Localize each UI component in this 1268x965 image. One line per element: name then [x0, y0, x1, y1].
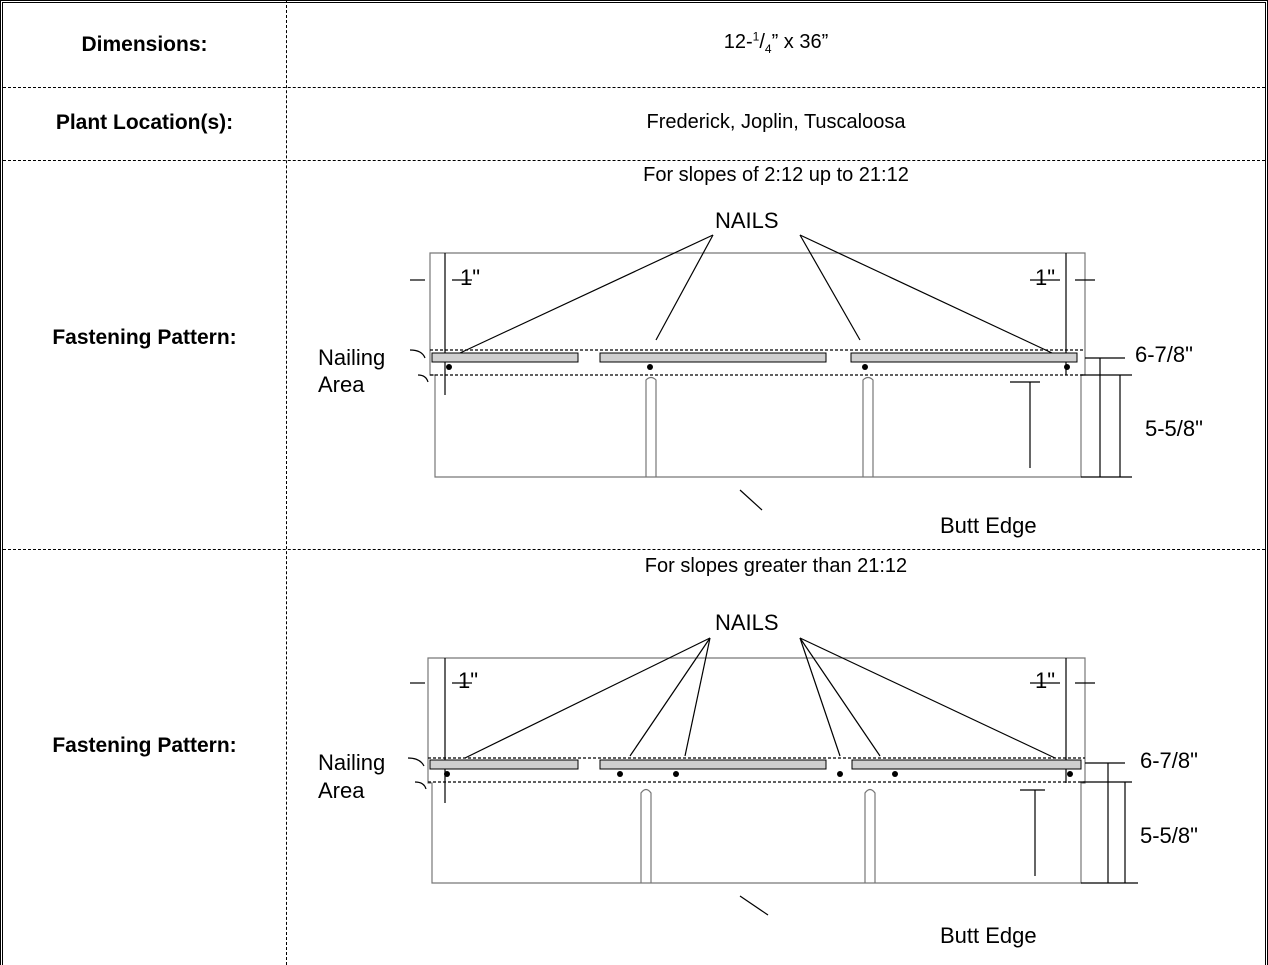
- plant-location-value: Frederick, Joplin, Tuscaloosa: [646, 111, 906, 133]
- nailing-text: Nailing: [318, 345, 385, 370]
- slope-caption-1: For slopes of 2:12 up to 21:12: [643, 164, 909, 186]
- fastening-diagram-standard: NAILS 1" 1" Nailing Area 6-7/8" 5-5/8" B…: [318, 208, 1203, 538]
- plant-location-label: Plant Location(s):: [55, 111, 234, 134]
- slope-caption-2: For slopes greater than 21:12: [644, 555, 908, 577]
- area-text: Area: [318, 372, 365, 397]
- row-divider-2: [3, 160, 1265, 161]
- exposure-bottom-text: 5-5/8": [1145, 416, 1203, 441]
- row-divider-3: [3, 549, 1265, 550]
- nails-text-2: NAILS: [715, 610, 779, 635]
- butt-edge-text-2: Butt Edge: [940, 923, 1037, 948]
- fastening-pattern-label-2: Fastening Pattern:: [52, 734, 237, 757]
- fastening-diagram-steep: NAILS 1" 1" Nailing Area 6-7/8" 5-5/8" B…: [318, 610, 1198, 948]
- exposure-top-text-2: 6-7/8": [1140, 748, 1198, 773]
- butt-edge-text: Butt Edge: [940, 513, 1037, 538]
- exposure-top-text: 6-7/8": [1135, 342, 1193, 367]
- nails-text: NAILS: [715, 208, 779, 233]
- column-divider: [286, 0, 287, 965]
- area-text-2: Area: [318, 778, 365, 803]
- dimensions-label: Dimensions:: [81, 33, 208, 56]
- inch-right-text: 1": [1035, 265, 1055, 290]
- exposure-bottom-text-2: 5-5/8": [1140, 823, 1198, 848]
- inch-left-text: 1": [460, 265, 480, 290]
- dimensions-value: 12-1/4” x 36”: [723, 29, 829, 56]
- inch-right-text-2: 1": [1035, 668, 1055, 693]
- fastening-pattern-label-1: Fastening Pattern:: [52, 326, 237, 349]
- nailing-text-2: Nailing: [318, 750, 385, 775]
- inch-left-text-2: 1": [458, 668, 478, 693]
- row-divider-1: [3, 87, 1265, 88]
